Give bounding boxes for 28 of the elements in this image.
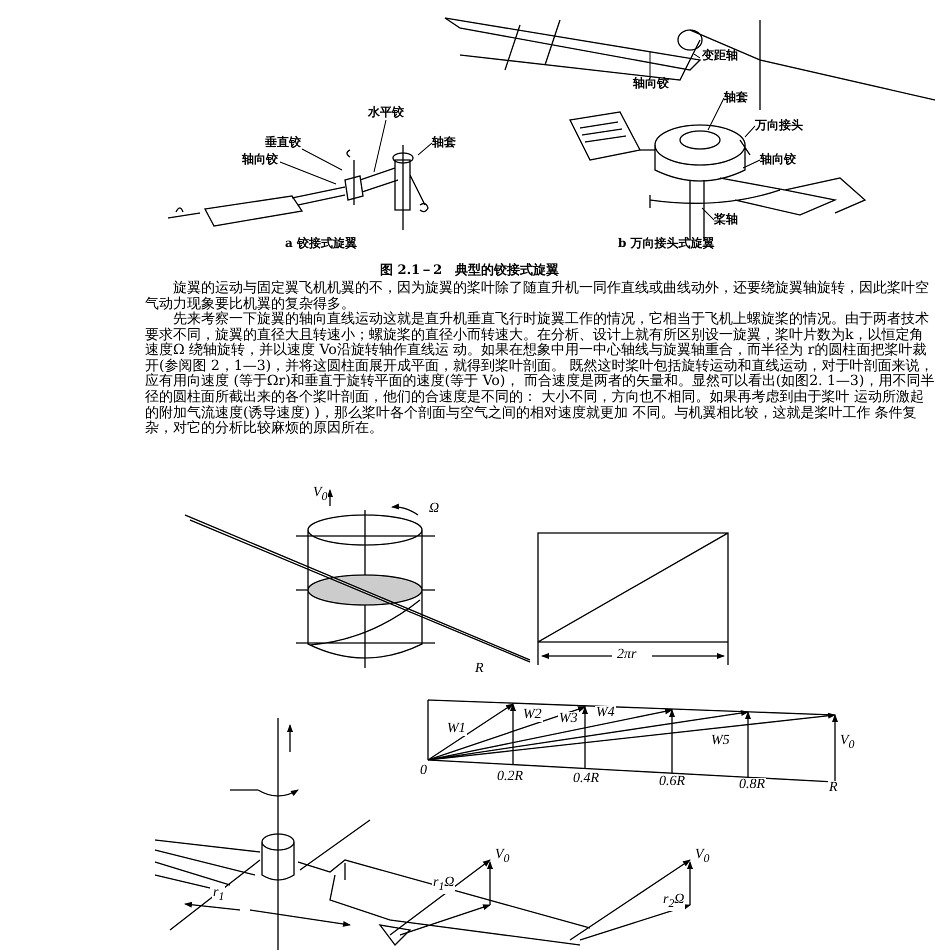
paragraph: 先来考察一下旋翼的轴向直线运动这就是直升机垂直飞行时旋翼工作的情况，它相当于飞机上螺旋桨的情况。由于两者技术要求不同，旋翼的直径大且转速小；螺旋桨的直径小而转速大。在分析、设计上就有所区别设一旋翼，桨叶片数为k，以恒定角速度Ω 绕轴旋转，并以速度 Vo沿旋转轴作直线运 动。如果在想象中用一中心轴线与旋翼轴重合，而半径为 r的圆柱面把桨叶裁开(参阅图 2，1—3)，并将这圆柱面展开成平面，就得到桨叶剖面。 既然这时桨叶包括旋转运动和直线运动，对于叶剖面来说，应有用向速度 (等于Ωr)和垂直于旋转平面的速度(等于 Vo)， 而合速度是两者的矢量和。显然可以看出(如图2. 1—3)，用不同半径的圆柱面所截出来的各个桨叶剖面，他们的合速度是不同的： 大小不同，方向也不相同。如果再考虑到由于桨叶 运动所激起的附加气流速度(诱导速度) )，那么桨叶各个剖面与空气之间的相对速度就更加 不同。与机翼相比较，这就是桨叶工作 条件复杂，对它的分析比较麻烦的原因所在。 bbox=[145, 312, 936, 437]
leader-line bbox=[418, 142, 432, 156]
leader-line bbox=[694, 54, 700, 58]
part-label: 水平铰 bbox=[368, 105, 404, 119]
vector-label: W1 bbox=[446, 722, 467, 736]
part-label: 轴向铰 bbox=[242, 152, 278, 166]
part-label: 桨轴 bbox=[714, 212, 738, 226]
sub-caption: a 铰接式旋翼 bbox=[285, 236, 357, 250]
leader-line bbox=[302, 148, 342, 170]
part-label: 轴套 bbox=[724, 90, 748, 104]
part-label: 轴向铰 bbox=[760, 152, 796, 166]
leader-line bbox=[708, 98, 724, 130]
leader-line bbox=[280, 162, 336, 184]
leader-line bbox=[744, 126, 756, 138]
part-label: 轴套 bbox=[432, 135, 456, 149]
part-label: 轴向铰 bbox=[633, 76, 669, 90]
paragraph: 旋翼的运动与固定翼飞机机翼的不，因为旋翼的桨叶除了随直升机一同作直线或曲线动外，还要绕旋翼轴旋转，因此桨叶空气动力现象要比机翼的复杂得多。 bbox=[145, 281, 930, 312]
vector-label: W2 bbox=[522, 708, 543, 722]
part-label: 垂直铰 bbox=[265, 135, 301, 149]
vector-label: r$_{2}$Ω bbox=[662, 893, 686, 911]
part-label: 万向接头 bbox=[755, 118, 803, 132]
vector-label: r$_{1}$Ω bbox=[432, 876, 456, 894]
leader-line bbox=[374, 120, 386, 172]
sub-caption: b 万向接头式旋翼 bbox=[618, 236, 715, 250]
leader-line bbox=[702, 208, 714, 220]
part-label: 变距轴 bbox=[702, 48, 738, 62]
leader-line bbox=[742, 160, 760, 168]
figure-caption: 图 2.1－2 典型的铰接式旋翼 bbox=[380, 264, 560, 278]
